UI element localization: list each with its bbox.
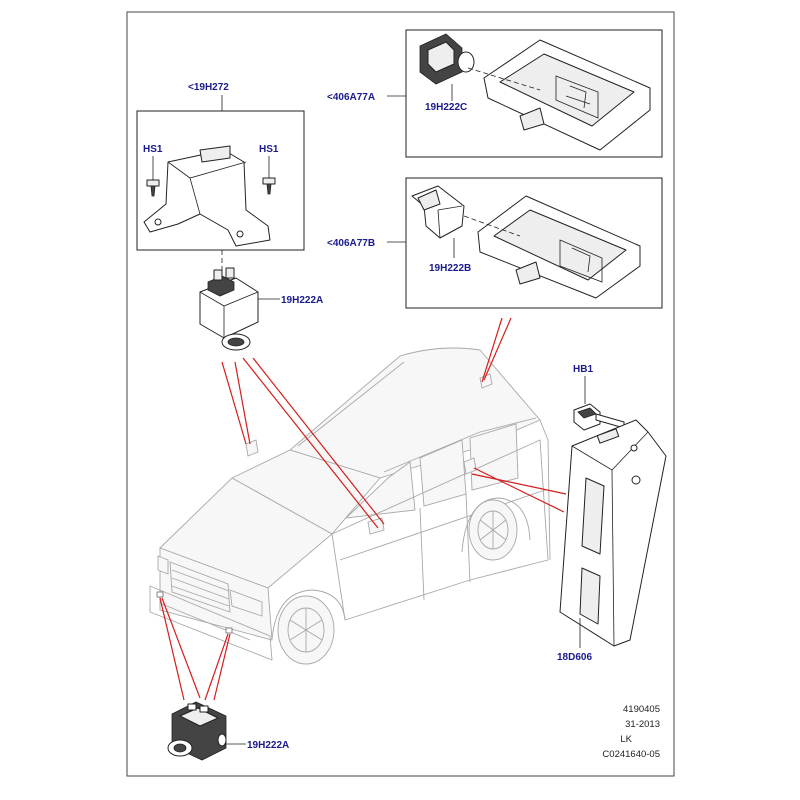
- screw-left-part: [146, 179, 160, 187]
- label-hs1-left: HS1: [143, 144, 163, 155]
- ref-line-3: LK: [620, 734, 632, 745]
- bolt-hb1: HB1: [573, 364, 637, 431]
- screw-right-part: [262, 177, 276, 185]
- mirror-assy-a-box: <406A77A 19H222C: [327, 29, 663, 158]
- label-19h222a-lower: 19H222A: [247, 740, 289, 751]
- label-19h272: <19H272: [188, 82, 229, 93]
- label-19h222b: 19H222B: [429, 263, 471, 274]
- ref-line-1: 4190405: [623, 704, 660, 715]
- leader-lines: [159, 317, 567, 701]
- vehicle-outline: [149, 347, 551, 665]
- mirror-assy-b-box: <406A77B 19H222B: [327, 177, 663, 309]
- label-406a77b: <406A77B: [327, 238, 375, 249]
- label-406a77a: <406A77A: [327, 92, 375, 103]
- bracket-callout-box: <19H272 HS1 HS1: [136, 82, 305, 251]
- module-18d606: 18D606: [557, 419, 667, 663]
- label-hb1: HB1: [573, 364, 593, 375]
- label-18d606: 18D606: [557, 652, 592, 663]
- ref-line-2: 31-2013: [625, 719, 660, 730]
- ref-line-4: C0241640-05: [602, 749, 660, 760]
- camera-19h222a-lower: 19H222A: [167, 701, 289, 761]
- camera-19h222a-upper: 19H222A: [199, 267, 323, 351]
- label-19h222c: 19H222C: [425, 102, 467, 113]
- label-hs1-right: HS1: [259, 144, 279, 155]
- reference-block: 4190405 31-2013 LK C0241640-05: [602, 704, 660, 760]
- label-19h222a-upper: 19H222A: [281, 295, 323, 306]
- sensor-bracket-part: [143, 149, 271, 247]
